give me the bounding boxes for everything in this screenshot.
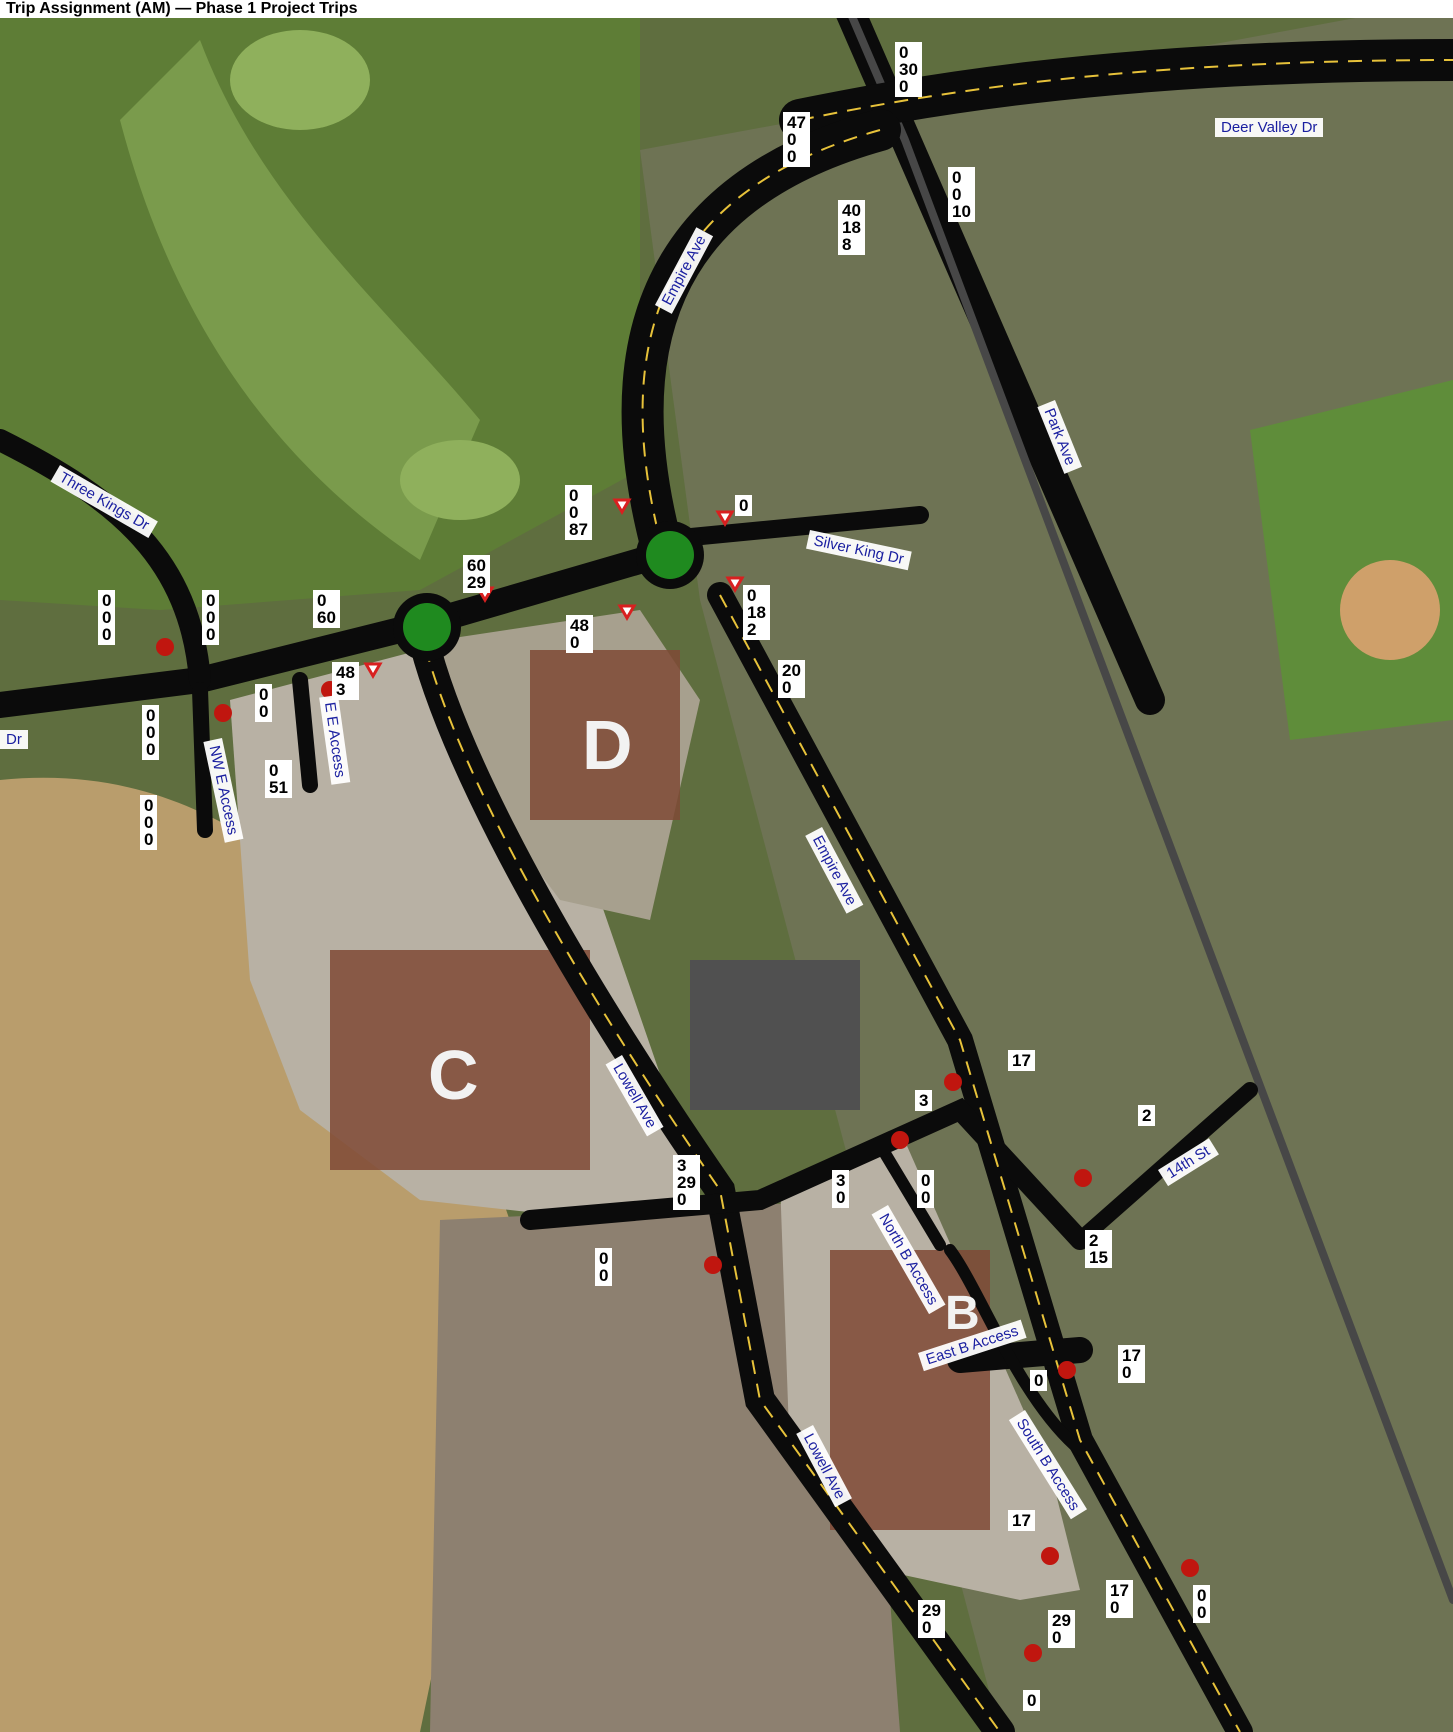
stop-marker — [891, 1131, 909, 1149]
site-d-building — [530, 650, 680, 820]
road-e-e-access — [292, 672, 318, 793]
volume-box: 17 — [1008, 1510, 1035, 1531]
residential-south — [430, 1200, 900, 1732]
stop-marker — [1024, 1644, 1042, 1662]
street-label-deer-valley: Deer Valley Dr — [1215, 118, 1324, 137]
volume-box: 0 — [1023, 1690, 1041, 1711]
road-north-b-access — [874, 1139, 946, 1251]
roundabout-west — [403, 603, 451, 651]
stop-marker — [704, 1256, 722, 1274]
green-area — [230, 30, 370, 130]
road-silver-king — [651, 506, 929, 549]
road-east-b-access — [947, 1337, 1093, 1373]
site-c-label: C — [428, 1036, 479, 1114]
title-strip: Trip Assignment (AM) — Phase 1 Project T… — [0, 0, 1453, 18]
road-three-kings-east — [0, 542, 673, 718]
yield-marker — [725, 576, 745, 593]
site-b-label: B — [945, 1287, 980, 1340]
hotel-building — [690, 960, 860, 1110]
stop-marker — [1058, 1361, 1076, 1379]
site-b-building — [830, 1250, 990, 1530]
centerline — [719, 594, 1241, 1732]
fairway — [120, 40, 480, 560]
volume-box: 17 — [1008, 1050, 1035, 1071]
volume-box: 0 — [1030, 1370, 1048, 1391]
stop-marker — [1041, 1547, 1059, 1565]
stop-marker — [214, 704, 232, 722]
yield-marker — [617, 604, 637, 621]
volume-box: 2 — [1138, 1105, 1156, 1126]
volume-box: 3 — [915, 1090, 933, 1111]
yield-marker — [715, 510, 735, 527]
residential-east — [640, 0, 1453, 1732]
road-three-kings — [0, 429, 211, 691]
yield-marker — [612, 498, 632, 515]
stop-marker — [1074, 1169, 1092, 1187]
green-area — [400, 440, 520, 520]
centerline — [419, 624, 1001, 1732]
stop-marker — [156, 638, 174, 656]
centerline — [799, 59, 1453, 121]
street-label-dr-stub: Dr — [0, 730, 28, 749]
volume-box: 0 — [735, 495, 753, 516]
road-park-ave-south — [841, 0, 1453, 1604]
yield-marker — [363, 662, 383, 679]
stop-marker — [1181, 1559, 1199, 1577]
road-south-b-access — [944, 1244, 1086, 1456]
road-lowell-connector — [520, 1097, 1090, 1250]
map-title: Trip Assignment (AM) — Phase 1 Project T… — [6, 0, 358, 17]
site-c-building — [330, 950, 590, 1170]
site-d-label: D — [582, 706, 633, 784]
ballfield — [1340, 560, 1440, 660]
stop-marker — [944, 1073, 962, 1091]
road-nw-e-access — [192, 682, 213, 838]
roundabout-east — [646, 531, 694, 579]
